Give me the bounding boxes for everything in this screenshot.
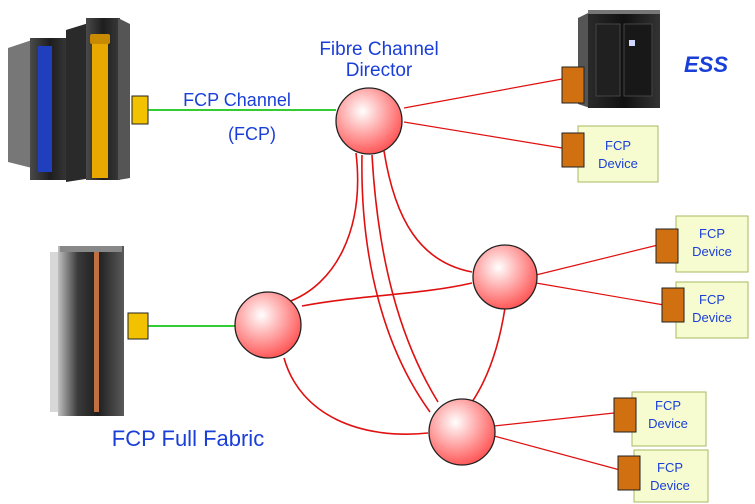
ess-port-icon <box>561 66 585 104</box>
links <box>148 78 665 471</box>
device-4-label-line2: Device <box>648 416 688 431</box>
ess-storage-icon <box>578 10 660 108</box>
device-5-label-line2: Device <box>650 478 690 493</box>
fcp-channel-paren-label: (FCP) <box>228 124 276 144</box>
server-icon <box>50 246 124 416</box>
device-5-port-icon <box>617 455 641 491</box>
fcp-device-5: FCP Device <box>617 449 709 503</box>
device-3-port-icon <box>661 287 685 323</box>
device-3-label-line2: Device <box>692 310 732 325</box>
fcp-device-1: FCP Device <box>561 125 659 183</box>
device-2-port-icon <box>655 228 679 264</box>
device-3-label-line1: FCP <box>699 292 725 307</box>
device-4-label-line1: FCP <box>655 398 681 413</box>
link-device-3 <box>535 282 665 306</box>
device-2-label-line1: FCP <box>699 226 725 241</box>
link-device-2 <box>535 244 659 276</box>
mainframe-port-icon <box>131 95 149 125</box>
link-director-ess <box>403 78 563 109</box>
fcp-device-2: FCP Device <box>655 215 749 273</box>
link-right-bottom-switch <box>471 307 506 403</box>
device-2-label-line2: Device <box>692 244 732 259</box>
director-label-line2: Director <box>346 60 413 81</box>
link-director-device-1 <box>403 121 563 149</box>
fcp-device-3: FCP Device <box>661 281 749 339</box>
switch-bottom-icon <box>428 398 496 466</box>
link-director-switch-bottom-a <box>361 154 431 413</box>
link-device-4 <box>493 412 615 427</box>
mainframe-icon <box>8 18 130 182</box>
switch-right-icon <box>472 244 538 310</box>
device-1-label-line1: FCP <box>605 138 631 153</box>
link-director-switch-bottom-b <box>371 154 439 403</box>
device-1-label-line2: Device <box>598 156 638 171</box>
fcp-device-4: FCP Device <box>613 391 707 447</box>
device-5-label-line1: FCP <box>657 460 683 475</box>
director-label-line1: Fibre Channel <box>319 39 438 60</box>
fcp-full-fabric-label: FCP Full Fabric <box>112 426 264 451</box>
device-4-port-icon <box>613 397 637 433</box>
device-1-port-icon <box>561 132 585 168</box>
director-switch-icon <box>335 87 403 155</box>
link-left-bottom-switch <box>283 357 429 435</box>
link-left-right-switch <box>301 282 473 307</box>
link-director-switch-left <box>287 152 359 303</box>
link-director-switch-right <box>383 150 473 273</box>
switch-left-icon <box>234 291 302 359</box>
ess-label: ESS <box>684 52 728 77</box>
link-device-5 <box>493 435 621 471</box>
server-port-icon <box>127 312 149 340</box>
fcp-channel-label: FCP Channel <box>183 90 291 110</box>
